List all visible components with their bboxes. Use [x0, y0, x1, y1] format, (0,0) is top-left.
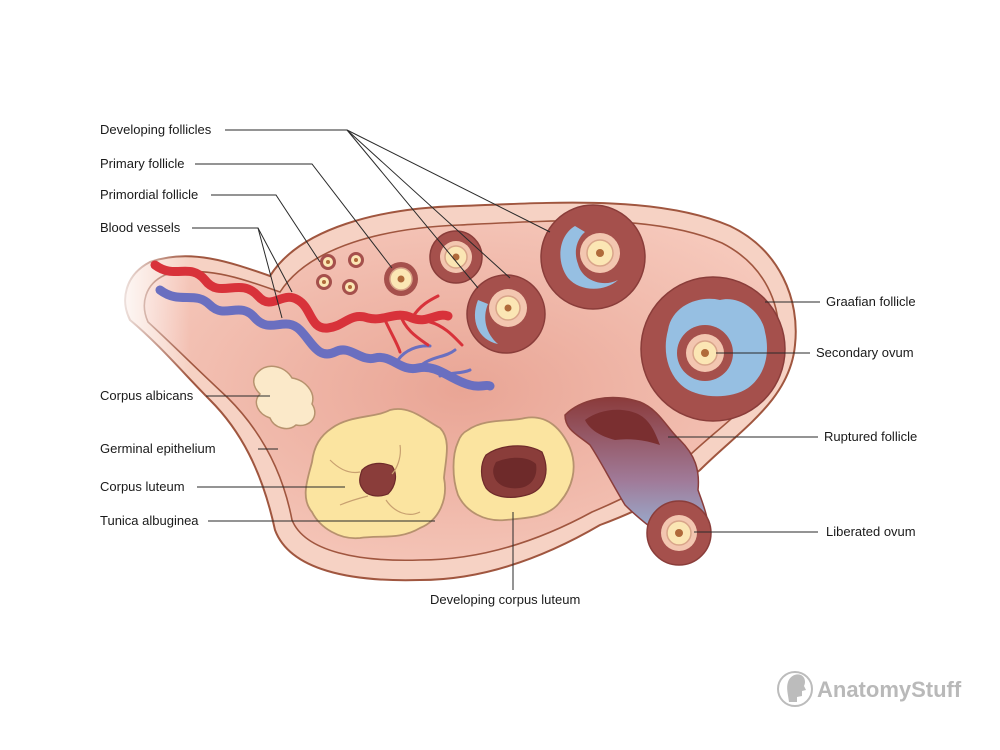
label-developing-follicles: Developing follicles: [100, 122, 212, 137]
hilum-fade: [110, 240, 190, 390]
label-germinal-epithelium: Germinal epithelium: [100, 441, 216, 456]
vein: [155, 285, 495, 391]
liberated-ovum: [646, 500, 712, 566]
label-developing-corpus-luteum: Developing corpus luteum: [430, 592, 580, 607]
developing-follicle-1: [429, 230, 483, 284]
artery-branch: [383, 294, 464, 354]
blood-vessels: [150, 260, 495, 391]
corpus-luteum: [304, 408, 448, 540]
anatomy-head-icon: [777, 671, 813, 707]
label-secondary-ovum: Secondary ovum: [816, 345, 914, 360]
label-blood-vessels: Blood vessels: [100, 220, 181, 235]
corpus-albicans: [253, 365, 316, 430]
leader-lines: [192, 129, 820, 590]
label-primary-follicle: Primary follicle: [100, 156, 185, 171]
primary-follicle: [384, 262, 418, 296]
brand-name: AnatomyStuff: [817, 677, 962, 702]
brand-logo: AnatomyStuff: [777, 671, 962, 707]
label-liberated-ovum: Liberated ovum: [826, 524, 916, 539]
primordial-follicles: [316, 252, 364, 295]
label-corpus-luteum: Corpus luteum: [100, 479, 185, 494]
labels: Developing follicles Primary follicle Pr…: [100, 122, 917, 607]
label-primordial-follicle: Primordial follicle: [100, 187, 198, 202]
developing-follicle-2: [466, 274, 546, 354]
label-corpus-albicans: Corpus albicans: [100, 388, 194, 403]
label-ruptured-follicle: Ruptured follicle: [824, 429, 917, 444]
label-tunica-albuginea: Tunica albuginea: [100, 513, 199, 528]
developing-follicle-3: [540, 204, 646, 310]
artery: [150, 260, 453, 333]
label-graafian-follicle: Graafian follicle: [826, 294, 916, 309]
graafian-follicle: [640, 276, 786, 422]
developing-corpus-luteum: [452, 416, 575, 522]
